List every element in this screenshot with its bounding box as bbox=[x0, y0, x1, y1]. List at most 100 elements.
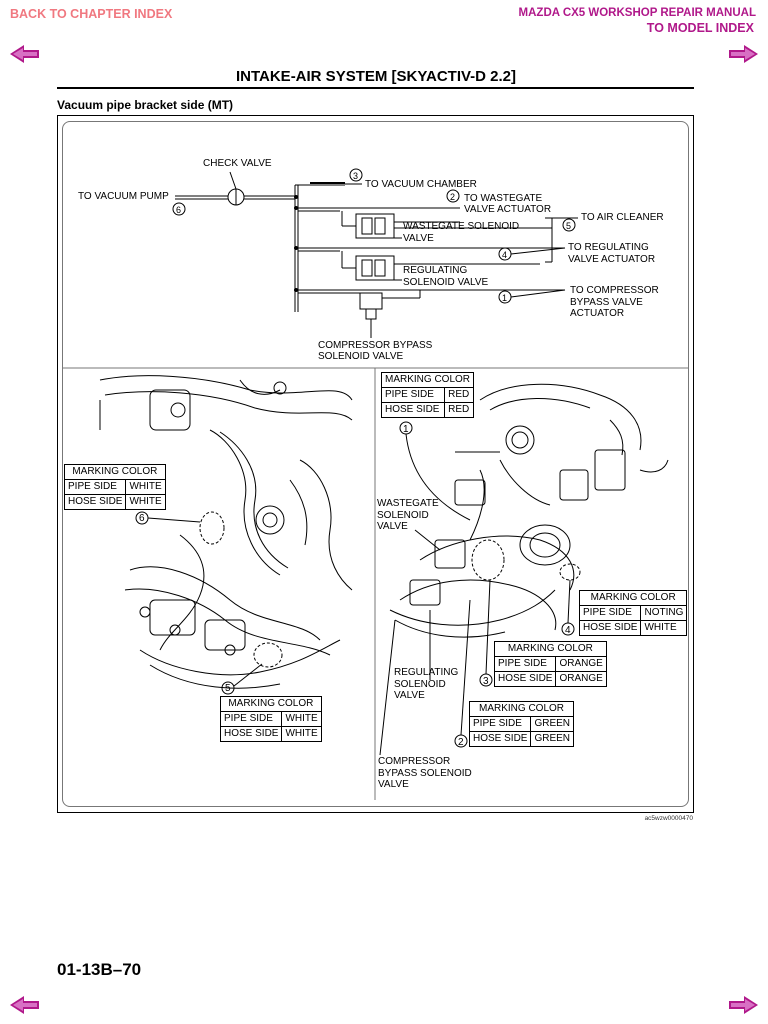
table-cell: PIPE SIDE bbox=[493, 656, 557, 672]
figure-inner-border bbox=[62, 121, 689, 807]
table-cell: HOSE SIDE bbox=[468, 731, 532, 747]
to-model-index-link[interactable]: TO MODEL INDEX bbox=[646, 21, 754, 35]
table-cell: ORANGE bbox=[555, 671, 607, 687]
figure-label: TO REGULATING bbox=[568, 242, 649, 253]
table-cell: WHITE bbox=[125, 479, 166, 495]
figure-label: COMPRESSOR BYPASS bbox=[318, 340, 433, 351]
next-page-bottom-arrow-icon[interactable] bbox=[728, 996, 758, 1014]
table-row: MARKING COLOR bbox=[578, 590, 688, 606]
table-cell: PIPE SIDE bbox=[63, 479, 127, 495]
table-cell: GREEN bbox=[530, 731, 575, 747]
left-marker-6: 6 bbox=[139, 513, 145, 524]
table-cell: MARKING COLOR bbox=[494, 641, 607, 657]
table-row: MARKING COLOR bbox=[220, 696, 322, 712]
figure-label: VALVE bbox=[394, 690, 425, 701]
figure-label: SOLENOID VALVE bbox=[318, 351, 404, 362]
table-cell: MARKING COLOR bbox=[220, 696, 322, 712]
table-cell: WHITE bbox=[640, 620, 688, 636]
label-to-vacuum-chamber: TO VACUUM CHAMBER bbox=[365, 179, 477, 190]
table-cell: WHITE bbox=[125, 494, 166, 510]
figure-label: TO WASTEGATE bbox=[464, 193, 542, 204]
table-cell: PIPE SIDE bbox=[578, 605, 642, 621]
figure-frame bbox=[57, 115, 694, 813]
prev-page-bottom-arrow-icon[interactable] bbox=[10, 996, 40, 1014]
page-title: INTAKE-AIR SYSTEM [SKYACTIV-D 2.2] bbox=[235, 68, 517, 85]
label-check-valve: CHECK VALVE bbox=[203, 158, 272, 169]
marker-3: 3 bbox=[353, 171, 358, 181]
marker-2: 2 bbox=[450, 192, 455, 202]
manual-title: MAZDA CX5 WORKSHOP REPAIR MANUAL bbox=[518, 7, 756, 19]
right-engine-view bbox=[379, 383, 669, 756]
table-cell: PIPE SIDE bbox=[219, 711, 283, 727]
table-cell: MARKING COLOR bbox=[380, 372, 475, 388]
right-marker-4: 4 bbox=[565, 625, 571, 636]
vacuum-schematic bbox=[172, 168, 578, 338]
table-cell: HOSE SIDE bbox=[493, 671, 557, 687]
figure-label: REGULATING bbox=[394, 667, 458, 678]
table-cell: MARKING COLOR bbox=[64, 464, 166, 480]
back-to-chapter-index-link[interactable]: BACK TO CHAPTER INDEX bbox=[10, 7, 173, 21]
marker-1: 1 bbox=[502, 293, 507, 303]
table-cell: MARKING COLOR bbox=[578, 590, 688, 606]
figure-label: WASTEGATE bbox=[377, 498, 439, 509]
figure-label: SOLENOID bbox=[394, 679, 446, 690]
table-row: MARKING COLOR bbox=[468, 701, 575, 717]
table-cell: RED bbox=[444, 387, 475, 403]
next-page-arrow-icon[interactable] bbox=[728, 45, 758, 63]
table-cell: HOSE SIDE bbox=[578, 620, 642, 636]
right-marker-3: 3 bbox=[483, 676, 489, 687]
figure-label: SOLENOID bbox=[377, 510, 429, 521]
left-marker-5: 5 bbox=[225, 683, 231, 694]
marker-5: 5 bbox=[566, 221, 571, 231]
marker-4: 4 bbox=[502, 250, 507, 260]
table-cell: WHITE bbox=[281, 726, 322, 742]
prev-page-arrow-icon[interactable] bbox=[10, 45, 40, 63]
left-engine-view bbox=[99, 375, 353, 695]
figure-label: VALVE bbox=[378, 779, 409, 790]
figure-label: ACTUATOR bbox=[570, 308, 624, 319]
figure-label: BYPASS VALVE bbox=[570, 297, 643, 308]
section-subheading: Vacuum pipe bracket side (MT) bbox=[57, 98, 234, 112]
figure-label: VALVE bbox=[403, 233, 434, 244]
figure-label: VALVE ACTUATOR bbox=[568, 254, 655, 265]
figure-label: VALVE ACTUATOR bbox=[464, 204, 551, 215]
table-row: MARKING COLOR bbox=[380, 372, 475, 388]
page-number: 01-13B–70 bbox=[57, 960, 142, 979]
table-row: MARKING COLOR bbox=[64, 464, 166, 480]
figure-label: WASTEGATE SOLENOID bbox=[403, 221, 519, 232]
table-cell: HOSE SIDE bbox=[63, 494, 127, 510]
table-cell: MARKING COLOR bbox=[468, 701, 575, 717]
table-row: MARKING COLOR bbox=[494, 641, 607, 657]
right-marker-2: 2 bbox=[458, 737, 464, 748]
figure-label: TO AIR CLEANER bbox=[581, 212, 664, 223]
schematic-labels: CHECK VALVE TO VACUUM PUMP TO VACUUM CHA… bbox=[78, 158, 664, 362]
table-cell: WHITE bbox=[281, 711, 322, 727]
figure-code: ac5wzw0000470 bbox=[644, 815, 693, 822]
table-cell: PIPE SIDE bbox=[380, 387, 446, 403]
figure-label: VALVE bbox=[377, 521, 408, 532]
table-cell: GREEN bbox=[530, 716, 575, 732]
table-cell: RED bbox=[444, 402, 475, 418]
figure-label: SOLENOID VALVE bbox=[403, 277, 489, 288]
figure-label: REGULATING bbox=[403, 265, 467, 276]
table-cell: HOSE SIDE bbox=[380, 402, 446, 418]
title-divider bbox=[57, 87, 694, 89]
figure-label: TO COMPRESSOR bbox=[570, 285, 659, 296]
